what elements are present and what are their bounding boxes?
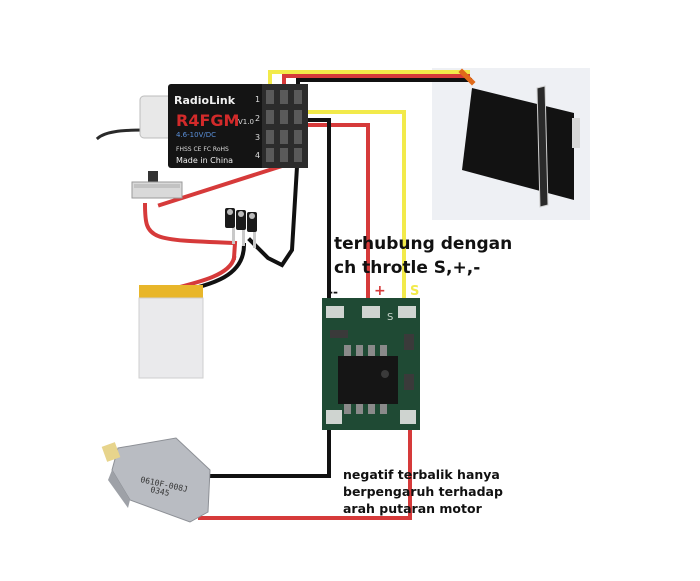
slide-switch [131,171,183,199]
lipo-battery [138,285,204,379]
switch-knob [148,171,158,183]
servo [432,68,590,220]
esc-pad-motor-positive [400,410,416,424]
receiver-voltage: 4.6-10V/DC [176,131,216,139]
esc-pad-signal [398,306,416,318]
receiver-channel-label: 2 [255,114,260,123]
wire-motor-positive [198,418,412,520]
receiver-channel-label: 3 [255,133,260,142]
receiver-origin: Made in China [176,156,233,165]
esc-label-negative: -- [328,285,338,299]
receiver-channel-label: 4 [255,151,260,160]
receiver-pins [266,90,302,162]
throttle-note: terhubung dengan ch throtle S,+,- [334,232,512,280]
esc-pad-positive [362,306,380,318]
motor-note-line3: arah putaran motor [343,501,482,516]
dc-motor: 0610F-008J 0345 [101,437,211,523]
esc-pad-negative [326,306,344,318]
wire-esc-negative [296,118,331,312]
receiver-certs: FHSS CE FC RoHS [176,146,229,153]
esc-chip [338,356,398,404]
throttle-note-line2: ch throtle S,+,- [334,258,481,278]
wire-switch-to-header [142,202,238,261]
receiver: RadioLink R4FGM V1.0 4.6-10V/DC FHSS CE … [139,84,308,168]
receiver-antenna [95,128,147,141]
esc-pad-motor-negative [326,410,342,424]
wire-servo-connector [458,68,476,86]
receiver-body [168,84,270,168]
servo-horn [572,118,580,148]
esc-silk-label: S [387,312,393,323]
wire-rx-power-negative [247,147,301,268]
receiver-channel-label: 1 [255,95,260,104]
motor-note-line1: negatif terbalik hanya [343,467,500,482]
motor-label-line2: 0345 [150,485,171,498]
esc-board: S [322,298,420,430]
esc-label-positive: + [374,283,386,299]
servo-mount-tab [536,85,549,208]
header-pins [225,208,257,248]
battery-cell [138,297,204,379]
esc-label-signal: S [410,284,419,299]
battery-tab [139,285,203,299]
receiver-version: V1.0 [238,118,254,126]
throttle-note-line1: terhubung dengan [334,234,513,254]
motor-note: negatif terbalik hanya berpengaruh terha… [343,466,503,517]
motor-note-line2: berpengaruh terhadap [343,484,503,499]
receiver-model: R4FGM [176,111,239,130]
receiver-brand: RadioLink [174,94,236,107]
wire-motor-negative [206,418,331,478]
motor-pinion [101,442,121,462]
